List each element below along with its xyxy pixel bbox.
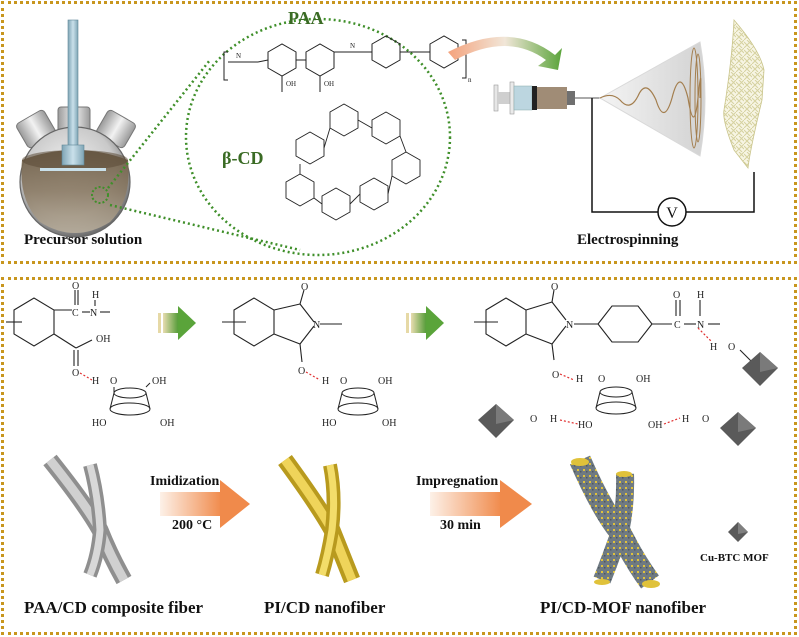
svg-text:HO: HO [322,418,336,429]
zoom-callout [107,17,452,257]
svg-text:HO: HO [92,418,106,429]
pi-cd-mof-fiber [569,455,660,589]
amic-acid-structure [6,290,110,366]
pi-cd-mof-fiber-label: PI/CD-MOF nanofiber [540,598,707,617]
svg-text:O: O [728,342,735,353]
syringe [493,81,600,115]
cu-btc-mof-legend-label: Cu-BTC MOF [700,552,769,564]
svg-text:H: H [710,342,717,353]
svg-text:H: H [550,414,557,425]
imidization-label: Imidization [150,474,220,489]
svg-text:OH: OH [382,418,396,429]
svg-text:H: H [92,376,99,387]
hydrogen-bond [79,372,93,381]
taylor-cone-jet [598,41,706,157]
zoom-source-circle [91,186,109,204]
svg-text:O: O [551,282,558,293]
voltage-circuit [591,98,755,227]
svg-text:O: O [702,414,709,425]
cd-cone-2 [337,387,379,416]
svg-text:OH: OH [160,418,174,429]
cd-cone-3 [595,386,637,415]
fiber-mesh-collector [723,18,765,170]
svg-text:OH: OH [636,374,650,385]
pi-cd-fiber-label: PI/CD nanofiber [264,598,386,617]
svg-text:O: O [301,282,308,293]
svg-text:O: O [110,376,117,387]
hydrogen-bonds [559,327,713,425]
hydrogen-bond [305,371,321,381]
svg-text:OH: OH [378,376,392,387]
imide-mof-structure [474,289,753,363]
paa-atoms: N N OH OH n [236,42,472,88]
paa-label: PAA [288,8,324,28]
voltage-symbol: V [666,205,678,222]
impregnation-time-label: 30 min [440,518,481,533]
pi-cd-fiber [278,454,360,584]
mof-octahedra [478,352,778,446]
svg-text:OH: OH [648,420,662,431]
svg-text:H: H [576,374,583,385]
svg-text:N: N [697,320,704,331]
beta-cd-structure [285,103,421,221]
electrospinning-label: Electrospinning [577,232,679,248]
imidization-temperature-label: 200 °C [172,518,213,533]
bottom-panel-border [1,277,797,635]
svg-text:N: N [566,320,573,331]
svg-text:O: O [552,370,559,381]
reaction-arrow-2 [406,306,444,340]
reaction-arrow-1 [158,306,196,340]
svg-text:H: H [92,290,99,301]
paa-cd-fiber-label: PAA/CD composite fiber [24,598,204,617]
imidization-arrow [160,480,250,528]
imide-structure [222,289,342,363]
svg-text:OH: OH [324,80,334,88]
svg-text:H: H [682,414,689,425]
paa-cd-fiber [43,454,132,585]
svg-text:O: O [298,366,305,377]
amic-acid-atoms: O H C N OH O H O OH HO OH [72,281,174,429]
svg-text:OH: OH [286,80,296,88]
precursor-solution-label: Precursor solution [24,232,143,248]
svg-text:C: C [72,308,79,319]
svg-text:O: O [598,374,605,385]
svg-text:O: O [72,281,79,292]
svg-text:O: O [72,368,79,379]
svg-text:OH: OH [96,334,110,345]
transfer-curved-arrow [448,36,562,70]
paa-structure [223,35,467,92]
imide-atoms: O N O H O OH HO OH [298,282,396,429]
imide-mof-atoms: O N O H C N H O O H O OH O H HO OH H O [530,282,735,431]
cu-btc-mof-legend-icon [728,522,748,542]
svg-text:N: N [313,320,320,331]
cd-cone-1 [109,382,151,416]
svg-text:O: O [530,414,537,425]
svg-text:O: O [340,376,347,387]
svg-text:OH: OH [152,376,166,387]
svg-text:N: N [236,52,241,60]
top-panel-border [1,1,797,264]
svg-text:HO: HO [578,420,592,431]
svg-text:N: N [350,42,355,50]
svg-text:C: C [674,320,681,331]
beta-cd-label: β-CD [222,148,264,168]
svg-text:O: O [673,290,680,301]
impregnation-arrow [430,480,532,528]
svg-text:N: N [90,308,97,319]
impregnation-label: Impregnation [416,474,499,489]
flask-illustration [16,19,136,238]
svg-text:H: H [322,376,329,387]
svg-text:H: H [697,290,704,301]
svg-text:n: n [468,76,472,84]
